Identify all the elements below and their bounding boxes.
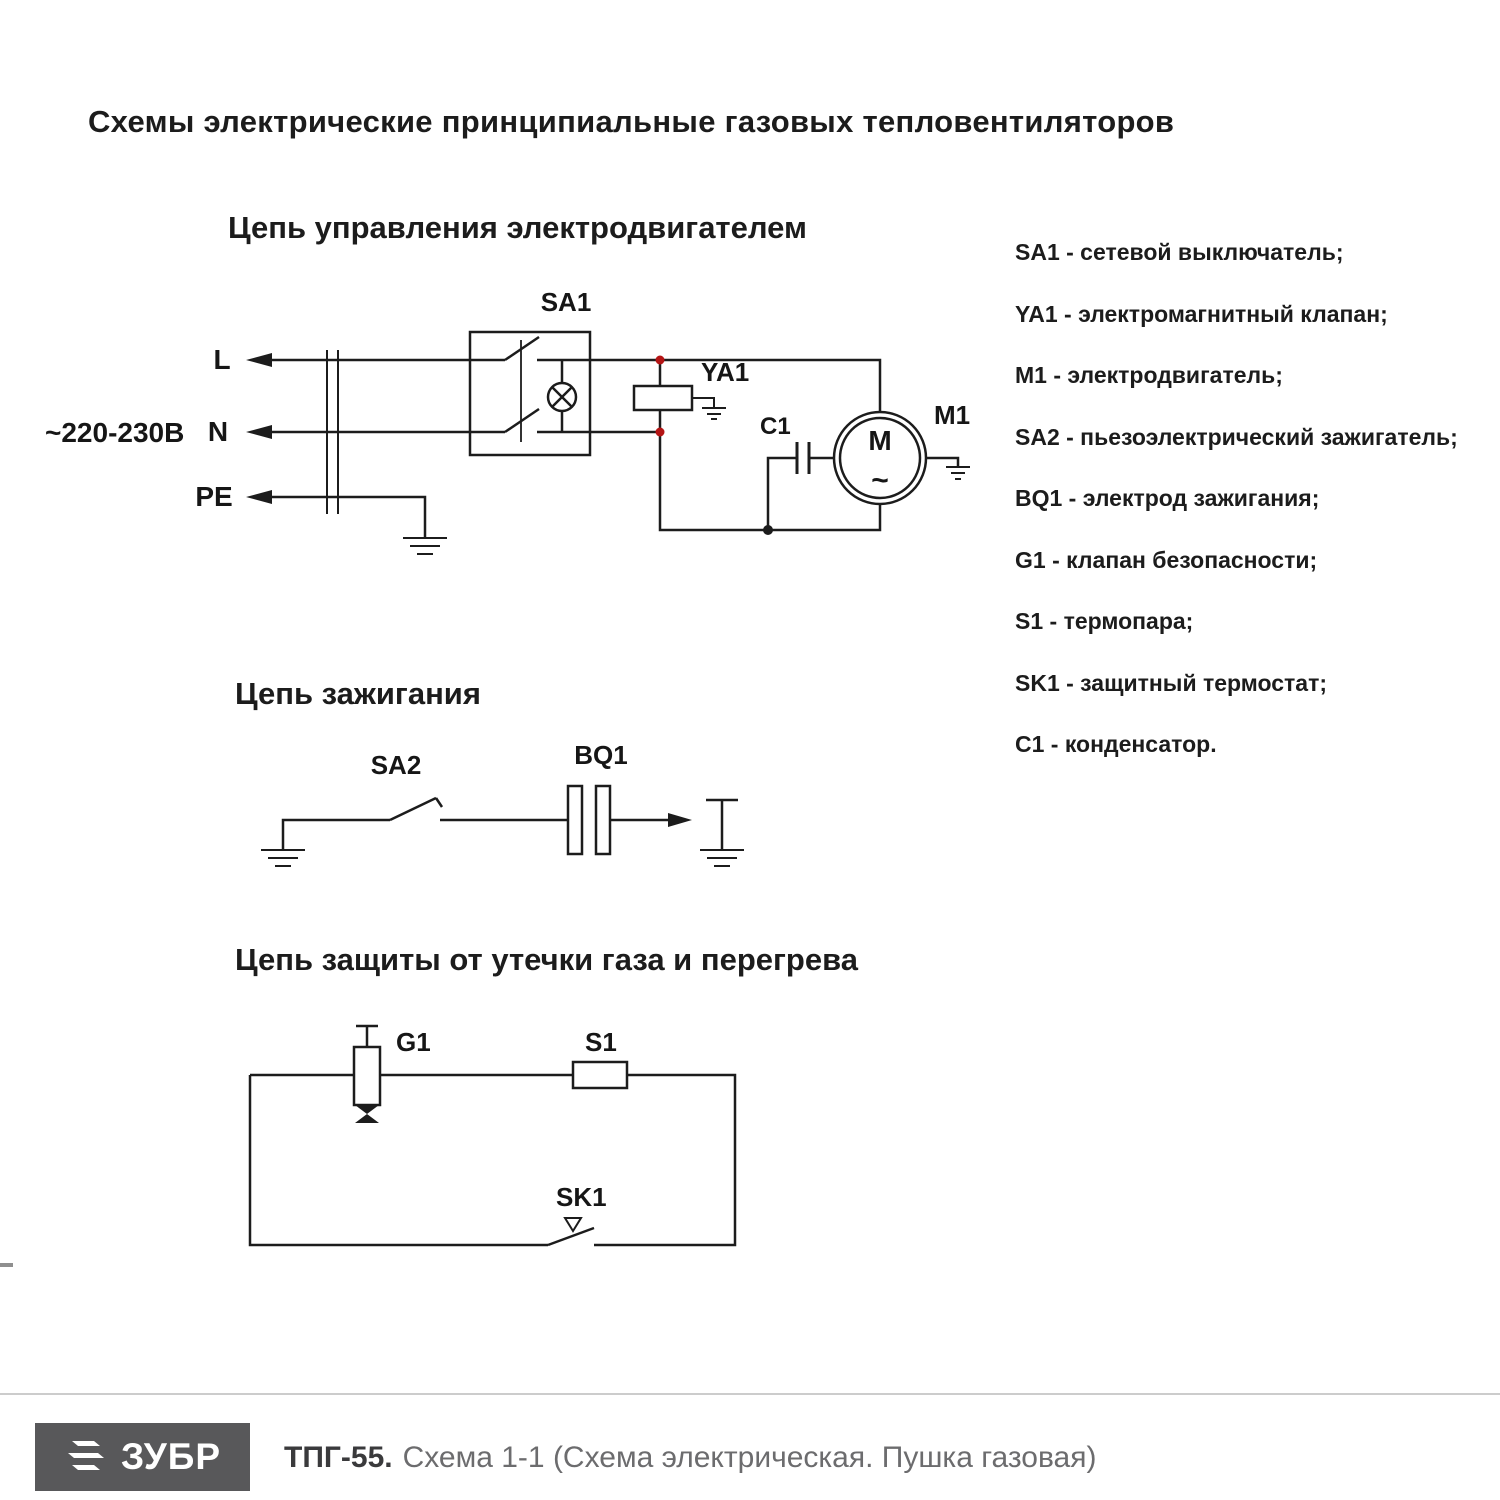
ignition-wire (281, 818, 668, 850)
label-sa2: SA2 (371, 750, 422, 780)
control-circuit-title: Цепь управления электродвигателем (228, 210, 807, 245)
label-l: L (213, 344, 230, 375)
legend-item-m1: M1 - электродвигатель; (1015, 362, 1283, 388)
g1-valve-body (352, 1045, 382, 1107)
legend-item-c1: C1 - конденсатор. (1015, 731, 1217, 757)
label-m1: M1 (934, 400, 970, 430)
ground-icon (261, 849, 305, 867)
label-pe: PE (195, 481, 232, 512)
zubr-logo: ЗУБР (35, 1423, 250, 1491)
protection-circuit-title: Цепь защиты от утечки газа и перегрева (235, 942, 858, 977)
ya1-ground-icon (692, 397, 726, 420)
junction-dot (763, 525, 773, 535)
c1-wire (766, 456, 834, 530)
label-sk1: SK1 (556, 1182, 607, 1212)
ya1-valve-coil (632, 384, 694, 412)
sk1-thermal-marker (563, 1217, 583, 1233)
zubr-logo-text: ЗУБР (120, 1436, 222, 1477)
motor-ground-icon (946, 466, 970, 480)
legend-item-s1: S1 - термопара; (1015, 608, 1194, 634)
arrow-left-icon (246, 490, 272, 504)
legend-item-sa1: SA1 - сетевой выключатель; (1015, 239, 1344, 265)
ignition-circuit-title: Цепь зажигания (235, 676, 481, 711)
wire-l (258, 358, 882, 412)
footer-caption: ТПГ-55. Схема 1-1 (Схема электрическая. П… (284, 1441, 1096, 1475)
label-c1: C1 (760, 413, 791, 440)
label-ya1: YA1 (701, 357, 749, 387)
protection-circuit: G1 S1 SK1 (248, 1024, 737, 1247)
label-bq1: BQ1 (574, 740, 627, 770)
caption-text: Схема 1-1 (Схема электрическая. Пушка га… (402, 1441, 1097, 1474)
label-sa1: SA1 (541, 287, 592, 317)
indicator-lamp-icon (546, 381, 578, 413)
g1-stem-icon (356, 1024, 378, 1047)
control-circuit: L N PE ~220-230В SA1 YA1 C1 M1 M ~ (45, 287, 970, 555)
page-title: Схемы электрические принципиальные газов… (88, 104, 1175, 139)
wire-pe (258, 495, 427, 538)
footer-divider (0, 1393, 1500, 1395)
s1-thermocouple (571, 1060, 629, 1090)
ground-icon (700, 849, 744, 867)
zubr-logo-icon (67, 1441, 104, 1470)
bq1-electrode-plate (566, 784, 584, 856)
label-n: N (208, 416, 228, 447)
label-g1: G1 (396, 1027, 431, 1057)
scan-artifact-dash (0, 1263, 13, 1267)
legend-item-sa2: SA2 - пьезоэлектрический зажигатель; (1015, 423, 1458, 450)
junction-dot-red (655, 427, 665, 437)
spark-arrow-icon (668, 813, 692, 827)
arrow-left-icon (246, 425, 272, 439)
pe-ground-icon (403, 537, 447, 555)
model-number: ТПГ-55. (284, 1441, 393, 1474)
indicator-lamp-cross (551, 386, 573, 408)
label-voltage: ~220-230В (45, 417, 184, 448)
motor-ground-wire (926, 456, 960, 467)
arrow-left-icon (246, 353, 272, 367)
protection-loop-wire (248, 1073, 737, 1247)
sa1-switch-box (468, 330, 592, 457)
counter-electrode (706, 798, 738, 850)
legend-item-g1: G1 - клапан безопасности; (1015, 546, 1318, 573)
sa2-blade (389, 796, 444, 822)
legend-item-sk1: SK1 - защитный термостат; (1015, 669, 1328, 696)
sk1-blade (547, 1226, 595, 1247)
connector-double-line (326, 350, 339, 514)
sa1-blade-l (504, 335, 540, 362)
motor-inner-circle (838, 416, 922, 500)
g1-valve-icon (355, 1105, 379, 1123)
motor-letter: M (868, 425, 891, 456)
legend-item-ya1: YA1 - электромагнитный клапан; (1015, 300, 1388, 327)
ignition-circuit: SA2 BQ1 (261, 740, 744, 867)
junction-dot-red (655, 355, 665, 365)
legend-item-bq1: BQ1 - электрод зажигания; (1015, 485, 1320, 511)
motor-tilde: ~ (871, 464, 889, 497)
bq1-electrode-plate (594, 784, 612, 856)
sa1-blade-n (504, 407, 540, 434)
c1-capacitor-icon (795, 442, 811, 474)
label-s1: S1 (585, 1027, 617, 1057)
legend-list: SA1 - сетевой выключатель; YA1 - электро… (1015, 222, 1458, 776)
